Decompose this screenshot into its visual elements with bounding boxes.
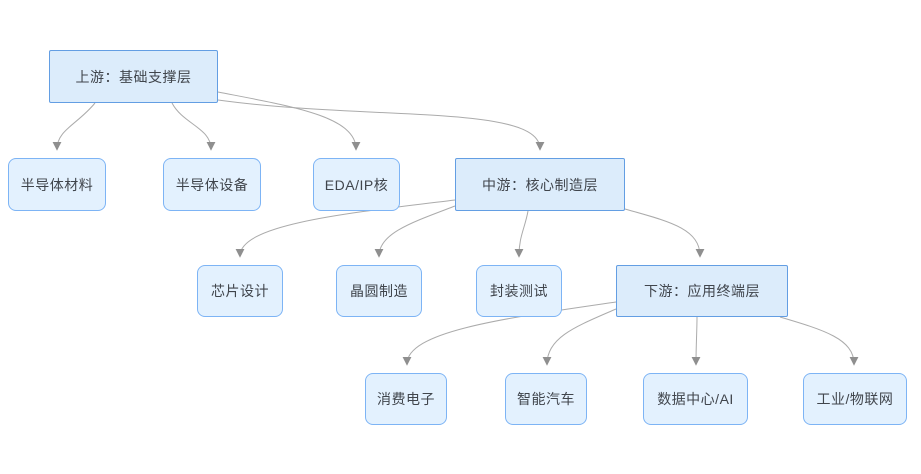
node-midstream-layer[interactable]: 中游：核心制造层 (455, 158, 625, 211)
node-industrial-iot[interactable]: 工业/物联网 (803, 373, 907, 425)
node-wafer-fabrication[interactable]: 晶圆制造 (336, 265, 422, 317)
node-chip-design[interactable]: 芯片设计 (197, 265, 283, 317)
node-downstream-layer[interactable]: 下游：应用终端层 (616, 265, 788, 317)
edge-midstream-downstream (624, 208, 705, 258)
edge-upstream-materials (52, 102, 96, 151)
edge-downstream-industrial (779, 316, 859, 366)
edge-midstream-design (235, 199, 456, 258)
node-datacenter-ai[interactable]: 数据中心/AI (643, 373, 748, 425)
edge-downstream-consumer (402, 301, 617, 366)
node-semiconductor-equipment[interactable]: 半导体设备 (163, 158, 261, 211)
node-consumer-electronics[interactable]: 消费电子 (365, 373, 447, 425)
node-eda-ip-core[interactable]: EDA/IP核 (313, 158, 400, 211)
node-upstream-layer[interactable]: 上游：基础支撑层 (49, 50, 218, 103)
edge-midstream-packaging (514, 210, 529, 258)
edge-downstream-auto (542, 308, 617, 366)
edge-upstream-midstream (217, 99, 545, 151)
node-smart-vehicles[interactable]: 智能汽车 (505, 373, 587, 425)
edge-downstream-datacenter (691, 316, 701, 366)
node-packaging-testing[interactable]: 封装测试 (476, 265, 562, 317)
edge-upstream-eda (217, 91, 361, 151)
node-semiconductor-materials[interactable]: 半导体材料 (8, 158, 106, 211)
edge-midstream-wafer (374, 205, 456, 258)
edge-upstream-equipment (171, 102, 216, 151)
